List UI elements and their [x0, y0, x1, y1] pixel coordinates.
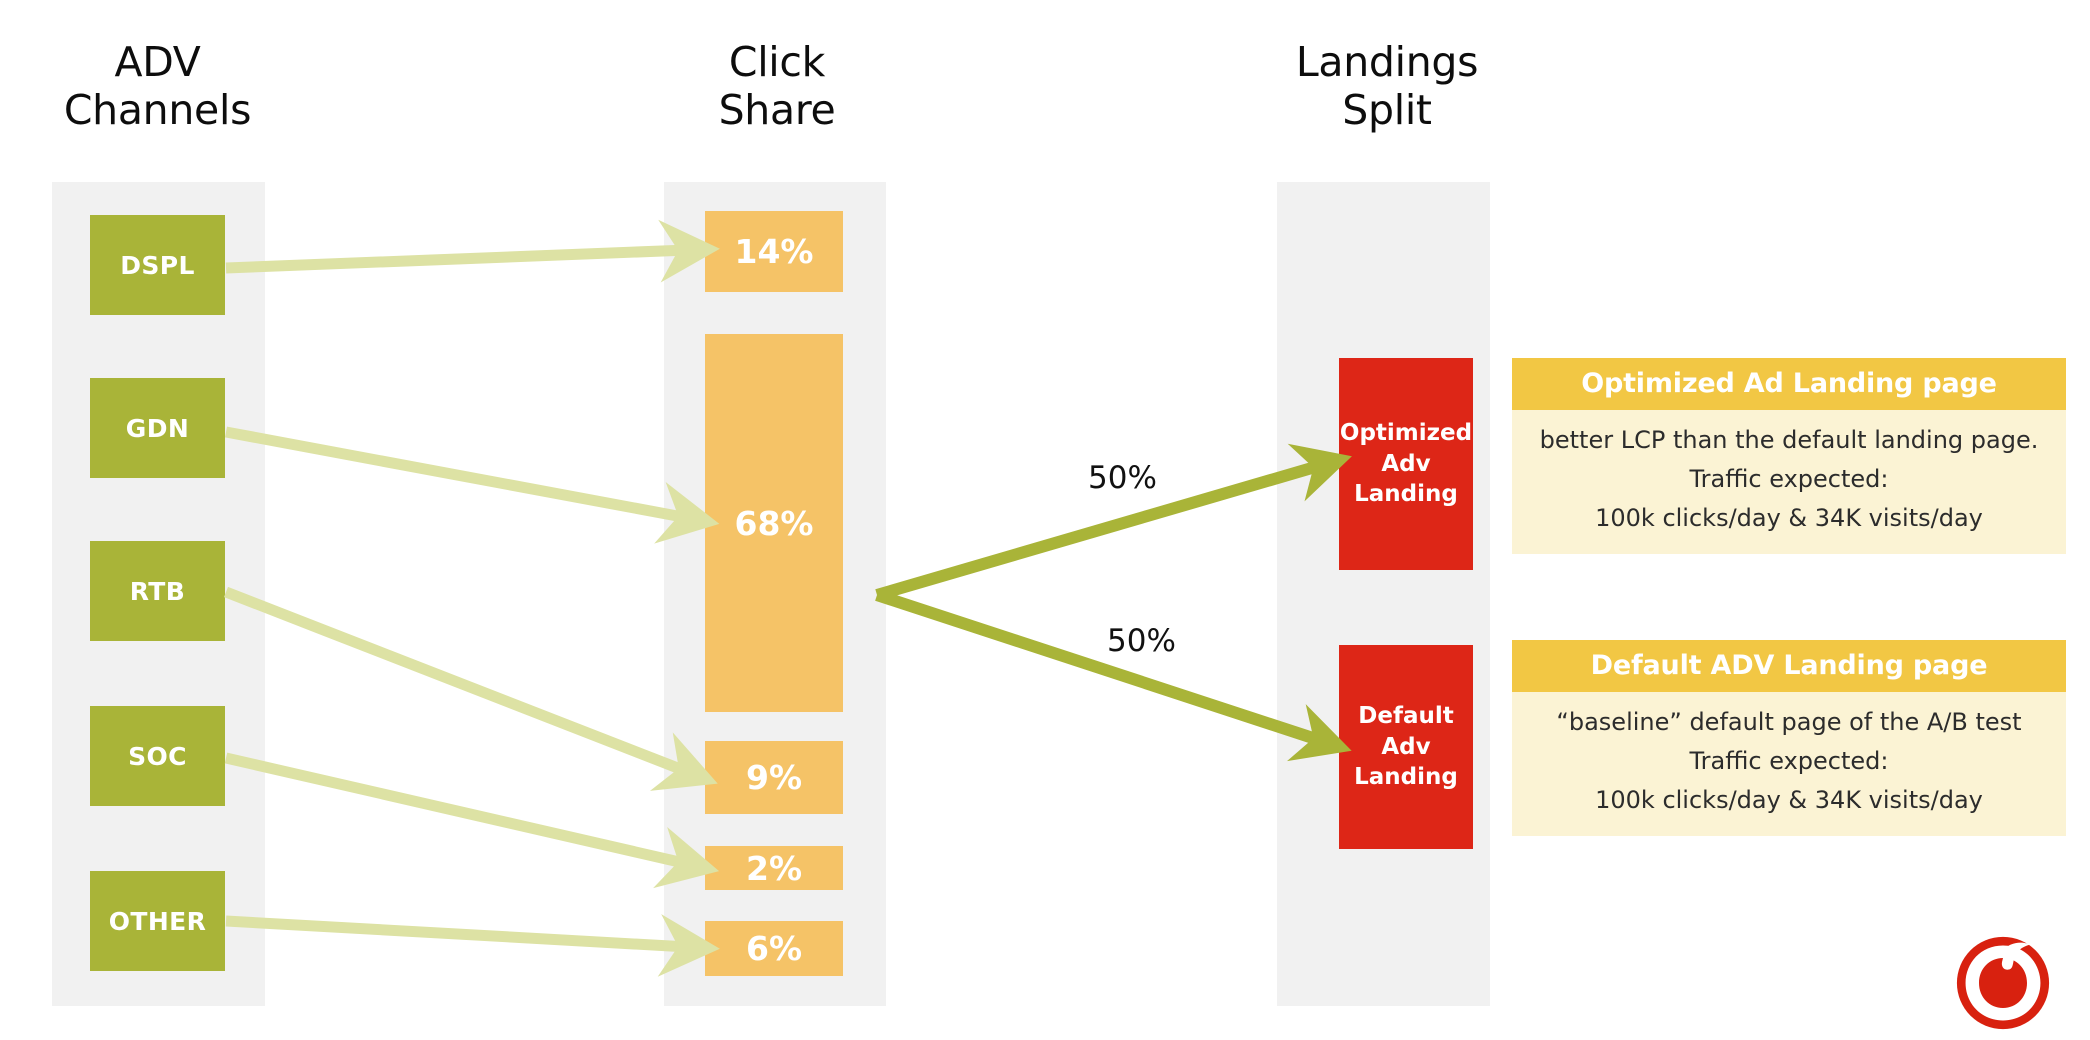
info-card-body: “baseline” default page of the A/B test … — [1556, 708, 2022, 814]
vodafone-logo — [1956, 936, 2050, 1030]
click-share-bar-other[interactable]: 6% — [705, 921, 843, 976]
click-share-value: 9% — [745, 758, 803, 797]
info-card-body: better LCP than the default landing page… — [1539, 426, 2039, 532]
info-card-header: Optimized Ad Landing page — [1512, 358, 2066, 410]
landing-box-label: Optimized Adv Landing — [1339, 420, 1473, 508]
click-share-bar-dspl[interactable]: 14% — [705, 211, 843, 292]
adv-channel-soc[interactable]: SOC — [90, 706, 225, 806]
landing-box-label: Default Adv Landing — [1354, 703, 1458, 791]
click-share-bar-gdn[interactable]: 68% — [705, 334, 843, 712]
lane-landings-split — [1277, 182, 1490, 1006]
landing-box-optimized[interactable]: Optimized Adv Landing — [1339, 358, 1473, 570]
arrow-rtb-to-9 — [224, 586, 718, 791]
column-header-adv-channels: ADV Channels — [63, 38, 252, 135]
adv-channel-label: GDN — [125, 413, 190, 443]
arrow-split-to-default — [875, 589, 1352, 762]
click-share-value: 6% — [745, 929, 803, 968]
split-label-top: 50% — [1088, 460, 1157, 496]
click-share-value: 2% — [745, 848, 803, 888]
info-card-header: Default ADV Landing page — [1512, 640, 2066, 692]
click-share-value: 68% — [734, 503, 814, 543]
adv-channel-other[interactable]: OTHER — [90, 871, 225, 971]
arrow-soc-to-2 — [224, 752, 720, 889]
adv-channel-label: RTB — [129, 576, 186, 606]
adv-channel-dspl[interactable]: DSPL — [90, 215, 225, 315]
column-header-landings-split: Landings Split — [1295, 38, 1479, 135]
click-share-value: 14% — [734, 232, 814, 271]
landing-box-default[interactable]: Default Adv Landing — [1339, 645, 1473, 849]
adv-channel-gdn[interactable]: GDN — [90, 378, 225, 478]
info-card-default: Default ADV Landing page “baseline” defa… — [1512, 640, 2066, 836]
click-share-bar-rtb[interactable]: 9% — [705, 741, 843, 814]
adv-channel-rtb[interactable]: RTB — [90, 541, 225, 641]
arrow-gdn-to-68 — [224, 426, 720, 544]
adv-channel-label: OTHER — [108, 906, 207, 936]
adv-channel-label: SOC — [128, 741, 187, 771]
adv-channel-label: DSPL — [120, 250, 195, 280]
arrow-dspl-to-14 — [225, 219, 720, 283]
click-share-bar-soc[interactable]: 2% — [705, 846, 843, 890]
split-label-bottom: 50% — [1107, 623, 1176, 659]
info-card-optimized: Optimized Ad Landing page better LCP tha… — [1512, 358, 2066, 554]
arrow-other-to-6 — [225, 914, 720, 977]
column-header-click-share: Click Share — [718, 38, 836, 135]
